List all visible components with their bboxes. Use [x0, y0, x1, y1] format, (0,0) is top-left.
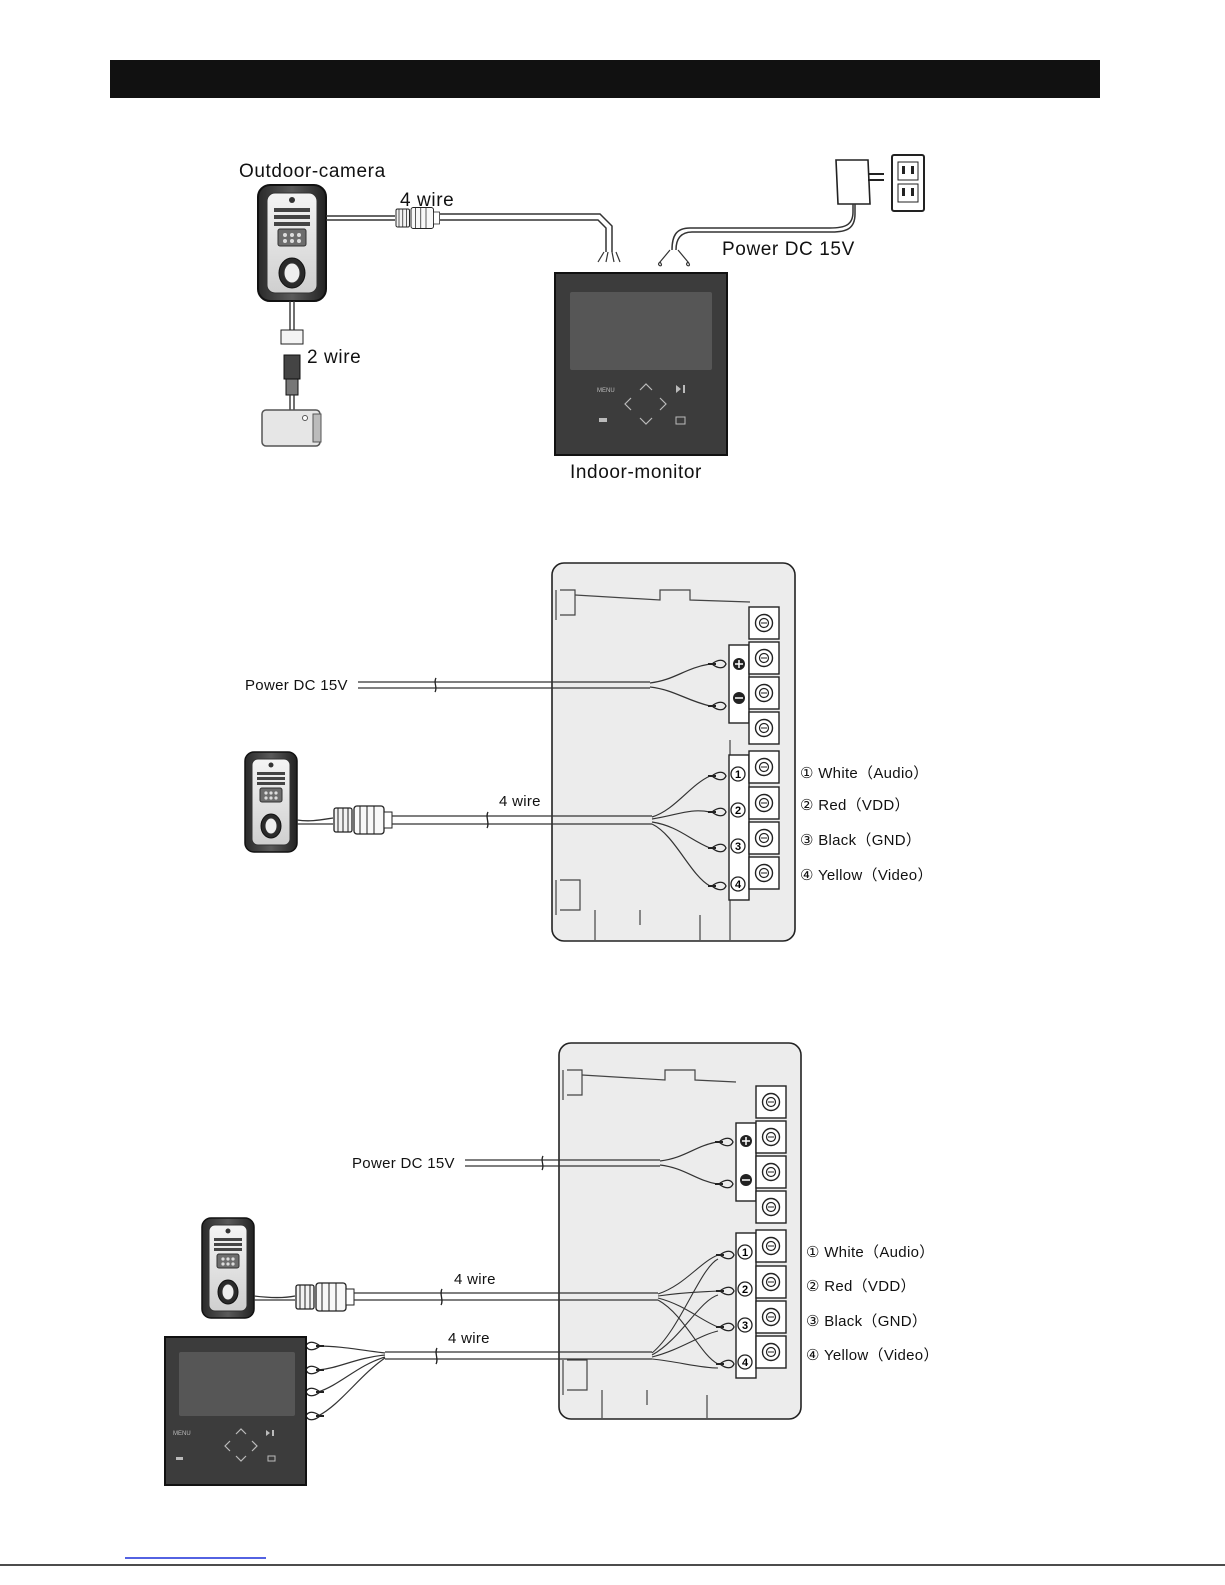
two-wire-label: 2 wire — [307, 347, 361, 368]
indoor-monitor-icon: MENU — [555, 273, 727, 455]
legend-3-red: ② Red（VDD） — [806, 1278, 916, 1295]
monitor-menu-text-1: MENU — [597, 388, 615, 394]
terminal-3-label: 3 — [735, 841, 741, 853]
legend-2-white: ① White（Audio） — [800, 765, 929, 782]
terminal-2-label: 2 — [735, 805, 741, 817]
four-wire-label-1: 4 wire — [400, 190, 454, 211]
wall-outlet-icon — [892, 155, 924, 211]
monitor-menu-text-3: MENU — [173, 1431, 191, 1437]
terminal-4-label: 4 — [735, 879, 742, 891]
legend-3-yellow: ④ Yellow（Video） — [806, 1347, 939, 1364]
four-wire-label-2: 4 wire — [499, 793, 541, 810]
connector-icon — [296, 1283, 354, 1311]
terminal-2-label: 2 — [742, 1284, 748, 1296]
power-label-2: Power DC 15V — [245, 677, 348, 694]
terminal-1-label: 1 — [742, 1247, 748, 1259]
single-camera-wiring-diagram: 1 2 3 4 Power DC 15V 4 wire ① White（Audi… — [245, 563, 933, 941]
extension-monitor-wiring-diagram: 1 2 3 4 Power DC 15V 4 wire 4 wire — [165, 1043, 939, 1485]
terminal-4-label: 4 — [742, 1357, 749, 1369]
legend-2-red: ② Red（VDD） — [800, 797, 910, 814]
indoor-monitor-icon: MENU — [165, 1337, 306, 1485]
terminal-3-label: 3 — [742, 1320, 748, 1332]
terminal-1-label: 1 — [735, 769, 741, 781]
outdoor-camera-icon — [245, 752, 297, 852]
legend-3-white: ① White（Audio） — [806, 1244, 935, 1261]
legend-2-black: ③ Black（GND） — [800, 832, 921, 849]
outdoor-camera-icon — [202, 1218, 254, 1318]
four-wire-label-3a: 4 wire — [454, 1271, 496, 1288]
outdoor-camera-icon — [258, 185, 326, 301]
unlock-device-icon — [262, 410, 321, 446]
header-banner — [110, 60, 1100, 98]
power-label-3: Power DC 15V — [352, 1155, 455, 1172]
legend-3-black: ③ Black（GND） — [806, 1313, 927, 1330]
overview-diagram: Outdoor-camera 4 wire 2 wire — [239, 155, 924, 483]
outdoor-camera-label: Outdoor-camera — [239, 161, 386, 182]
four-wire-label-3b: 4 wire — [448, 1330, 490, 1347]
connector-icon — [334, 806, 392, 834]
indoor-monitor-label: Indoor-monitor — [570, 462, 702, 483]
power-label-1: Power DC 15V — [722, 239, 855, 260]
legend-2-yellow: ④ Yellow（Video） — [800, 867, 933, 884]
